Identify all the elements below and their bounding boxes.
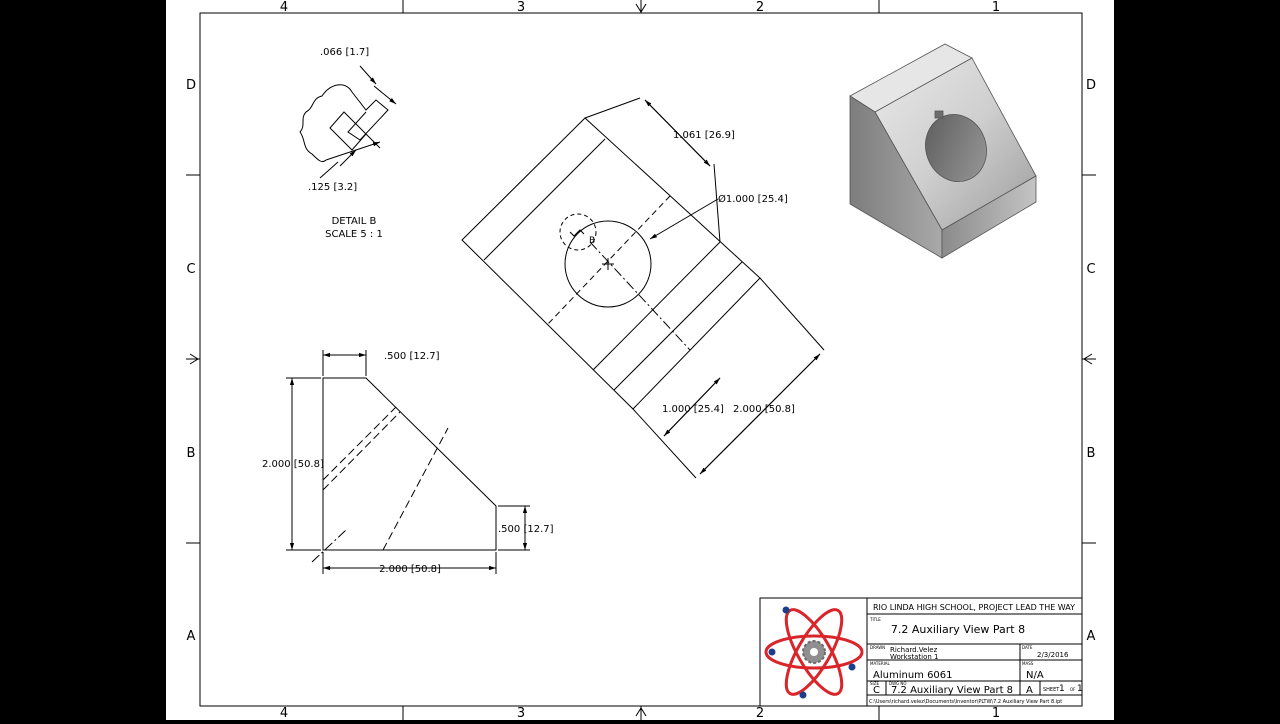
zone-ticks [186, 0, 1096, 720]
aux-dim-long: 2.000 [50.8] [733, 404, 795, 415]
center-marks [189, 3, 1093, 717]
tb-mass: N/A [1026, 670, 1044, 681]
tb-school: RIO LINDA HIGH SCHOOL, PROJECT LEAD THE … [873, 603, 1075, 612]
zone-col-2-bottom: 2 [756, 706, 764, 720]
detail-b-view [299, 65, 397, 179]
tb-material-caption: MATERIAL [870, 661, 891, 666]
aux-hole [564, 220, 652, 308]
front-dim-right: .500 [12.7] [498, 524, 554, 535]
detail-dim-bottom: .125 [3.2] [308, 182, 357, 193]
tb-mass-caption: MASS [1022, 661, 1034, 666]
tb-title: 7.2 Auxiliary View Part 8 [891, 623, 1025, 636]
zone-col-4-bottom: 4 [280, 706, 288, 720]
zone-col-1-bottom: 1 [992, 706, 1000, 720]
front-dim-height: 2.000 [50.8] [262, 459, 324, 470]
tb-drawn-station: Workstation 1 [890, 653, 939, 661]
zone-row-b: B [187, 446, 196, 461]
tb-of-label: OF [1070, 687, 1076, 692]
zone-row-a-right: A [1087, 629, 1096, 644]
front-dim-width: 2.000 [50.8] [379, 564, 441, 575]
detail-callout-label: B [589, 236, 595, 246]
zone-row-c-right: C [1086, 262, 1095, 277]
tb-file-path: C:\Users\richard.velez\Documents\Invento… [869, 699, 1062, 705]
zone-col-3-bottom: 3 [517, 706, 525, 720]
zone-col-4: 4 [280, 0, 288, 15]
atom-logo [764, 606, 864, 699]
front-view [286, 350, 530, 574]
aux-dim-mid: 1.000 [25.4] [662, 404, 724, 415]
detail-scale: SCALE 5 : 1 [325, 229, 383, 240]
front-outline [322, 377, 497, 551]
aux-dim-diameter: Ø1.000 [25.4] [718, 193, 788, 205]
tb-size-caption: SIZE [870, 681, 879, 686]
zone-row-b-right: B [1087, 446, 1096, 461]
tb-date-caption: DATE [1022, 645, 1033, 650]
zone-col-1: 1 [992, 0, 1000, 15]
tb-sheet-label: SHEET [1043, 687, 1060, 693]
tb-dwg-no: 7.2 Auxiliary View Part 8 [891, 685, 1013, 696]
auxiliary-view [461, 97, 825, 479]
detail-dim-top: .066 [1.7] [320, 47, 369, 58]
zone-row-a: A [187, 629, 196, 644]
tb-title-caption: TITLE [869, 617, 881, 622]
zone-col-2: 2 [756, 0, 764, 15]
tb-sheet-no: 1 [1059, 684, 1065, 694]
zone-row-d-right: D [1086, 78, 1096, 93]
isometric-view [849, 43, 1037, 259]
tb-date: 2/3/2016 [1037, 651, 1069, 659]
detail-callout-circle [559, 213, 597, 251]
zone-col-3: 3 [517, 0, 525, 15]
tb-size: C [873, 685, 880, 696]
tb-drawn-caption: DRAWN [870, 645, 885, 650]
detail-break-outline [299, 84, 353, 163]
front-dim-top: .500 [12.7] [384, 351, 440, 362]
zone-row-d: D [186, 78, 196, 93]
aux-dim-top: 1.061 [26.9] [673, 130, 735, 141]
title-block [759, 597, 1083, 707]
zone-row-c: C [186, 262, 195, 277]
tb-drawn-name: Richard.Velez [890, 646, 938, 654]
detail-label: DETAIL B [332, 216, 377, 227]
tb-sheet-total: 1 [1077, 684, 1083, 694]
iso-hole [925, 114, 987, 182]
tb-rev: A [1026, 685, 1033, 696]
tb-material: Aluminum 6061 [873, 670, 953, 681]
tb-dwg-caption: DWG NO [889, 681, 907, 686]
